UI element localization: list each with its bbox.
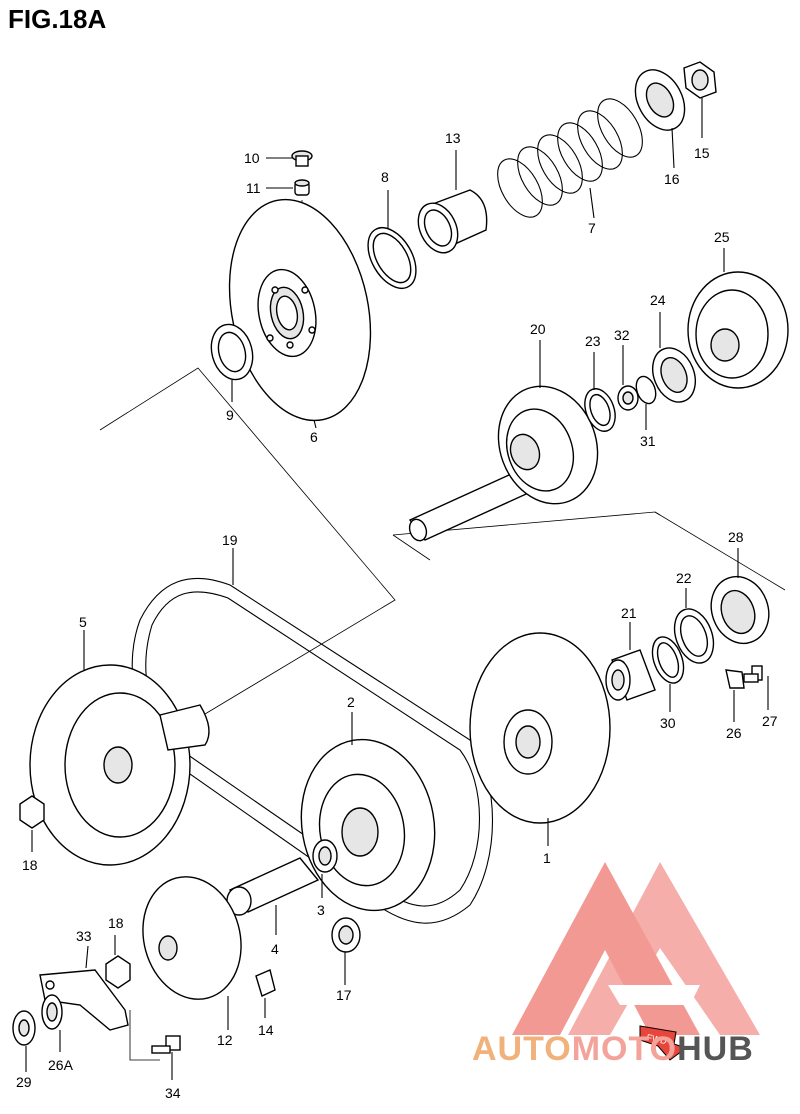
callout-label-c7: 7 [588,220,596,236]
assembly-outline [99,367,786,721]
part-13-sleeve [417,150,488,254]
callout-label-c31: 31 [640,433,656,449]
callout-label-c19: 19 [222,532,238,548]
callout-label-c8: 8 [381,169,389,185]
callout-label-c27: 27 [762,713,778,729]
callout-label-c25: 25 [714,229,730,245]
part-1-driven-face [469,632,611,846]
part-14-slide-piece [255,969,276,1018]
watermark-hub: HUB [677,1030,754,1068]
part-21-spacer [605,622,656,701]
callout-label-c24: 24 [650,292,666,308]
part-15-nut [683,61,717,138]
callout-label-c32: 32 [614,327,630,343]
callout-label-c10: 10 [244,150,260,166]
part-25-clutch-shoe [687,248,789,389]
callout-label-c9: 9 [226,407,234,423]
watermark-moto: MOTO [571,1030,678,1068]
callout-label-c28: 28 [728,529,744,545]
part-18-nut [19,795,45,852]
callout-label-c29: 29 [16,1074,32,1090]
callout-label-c12: 12 [217,1032,233,1048]
callout-label-c1: 1 [543,850,551,866]
callout-label-c21: 21 [621,605,637,621]
callout-label-c6: 6 [310,429,318,445]
part-2-clutch-housing [300,712,436,912]
callout-label-c3: 3 [317,902,325,918]
part-4-weight [226,857,320,935]
callout-label-c23: 23 [585,333,601,349]
callout-label-c26A: 26A [48,1057,74,1073]
part-20-shaft [408,340,599,542]
callout-label-c18a: 18 [22,857,38,873]
part-6-sheave-disc [228,198,372,429]
part-7-spring [497,98,643,219]
part-3-seal [312,839,338,898]
part-17-bearing [331,917,361,985]
callout-label-c4: 4 [271,941,279,957]
part-8-ring [367,190,417,289]
callout-label-c18b: 18 [108,915,124,931]
callout-label-c16: 16 [664,171,680,187]
part-24-bearing [651,312,697,403]
part-9-oil-seal [210,323,254,402]
part-22-ring [673,588,715,664]
watermark-text: AUTOMOTOHUB [472,1030,754,1069]
part-11-collar [266,179,310,196]
part-12-ramp-plate [142,876,242,1030]
watermark-logo-icon [512,862,760,1035]
callout-label-c14: 14 [258,1022,274,1038]
callout-label-c2: 2 [347,694,355,710]
callout-label-c20: 20 [530,321,546,337]
callout-label-c5: 5 [79,614,87,630]
callout-label-c15: 15 [694,145,710,161]
callout-label-c30: 30 [660,715,676,731]
fwd-arrow-icon: FWD [639,1025,688,1061]
part-28-bearing [710,548,770,645]
part-23-circlip [584,352,616,432]
part-29-washer [12,1010,36,1072]
part-30-o-ring [651,636,685,712]
part-5-drive-face [29,630,210,866]
part-34-bolt [129,1010,181,1080]
part-27-bolt [743,665,769,710]
figure-title: FIG.18A [8,4,107,34]
callout-label-c11: 11 [246,180,261,196]
part-32-washer [617,345,639,411]
watermark-auto: AUTO [472,1030,572,1068]
callout-label-c34: 34 [165,1085,181,1101]
part-26-lock-plate [725,669,745,722]
fwd-label: FWD [646,1032,669,1046]
part-16-washer [634,69,686,169]
part-31-ring [635,375,657,430]
part-18-nut-lower [105,935,131,989]
part-10-bolt [266,150,313,167]
part-26A-seal [41,994,63,1052]
callout-label-c13: 13 [445,130,461,146]
callout-label-c17: 17 [336,987,352,1003]
callout-label-c33: 33 [76,928,92,944]
callout-label-c26: 26 [726,725,742,741]
callout-label-c22: 22 [676,570,692,586]
